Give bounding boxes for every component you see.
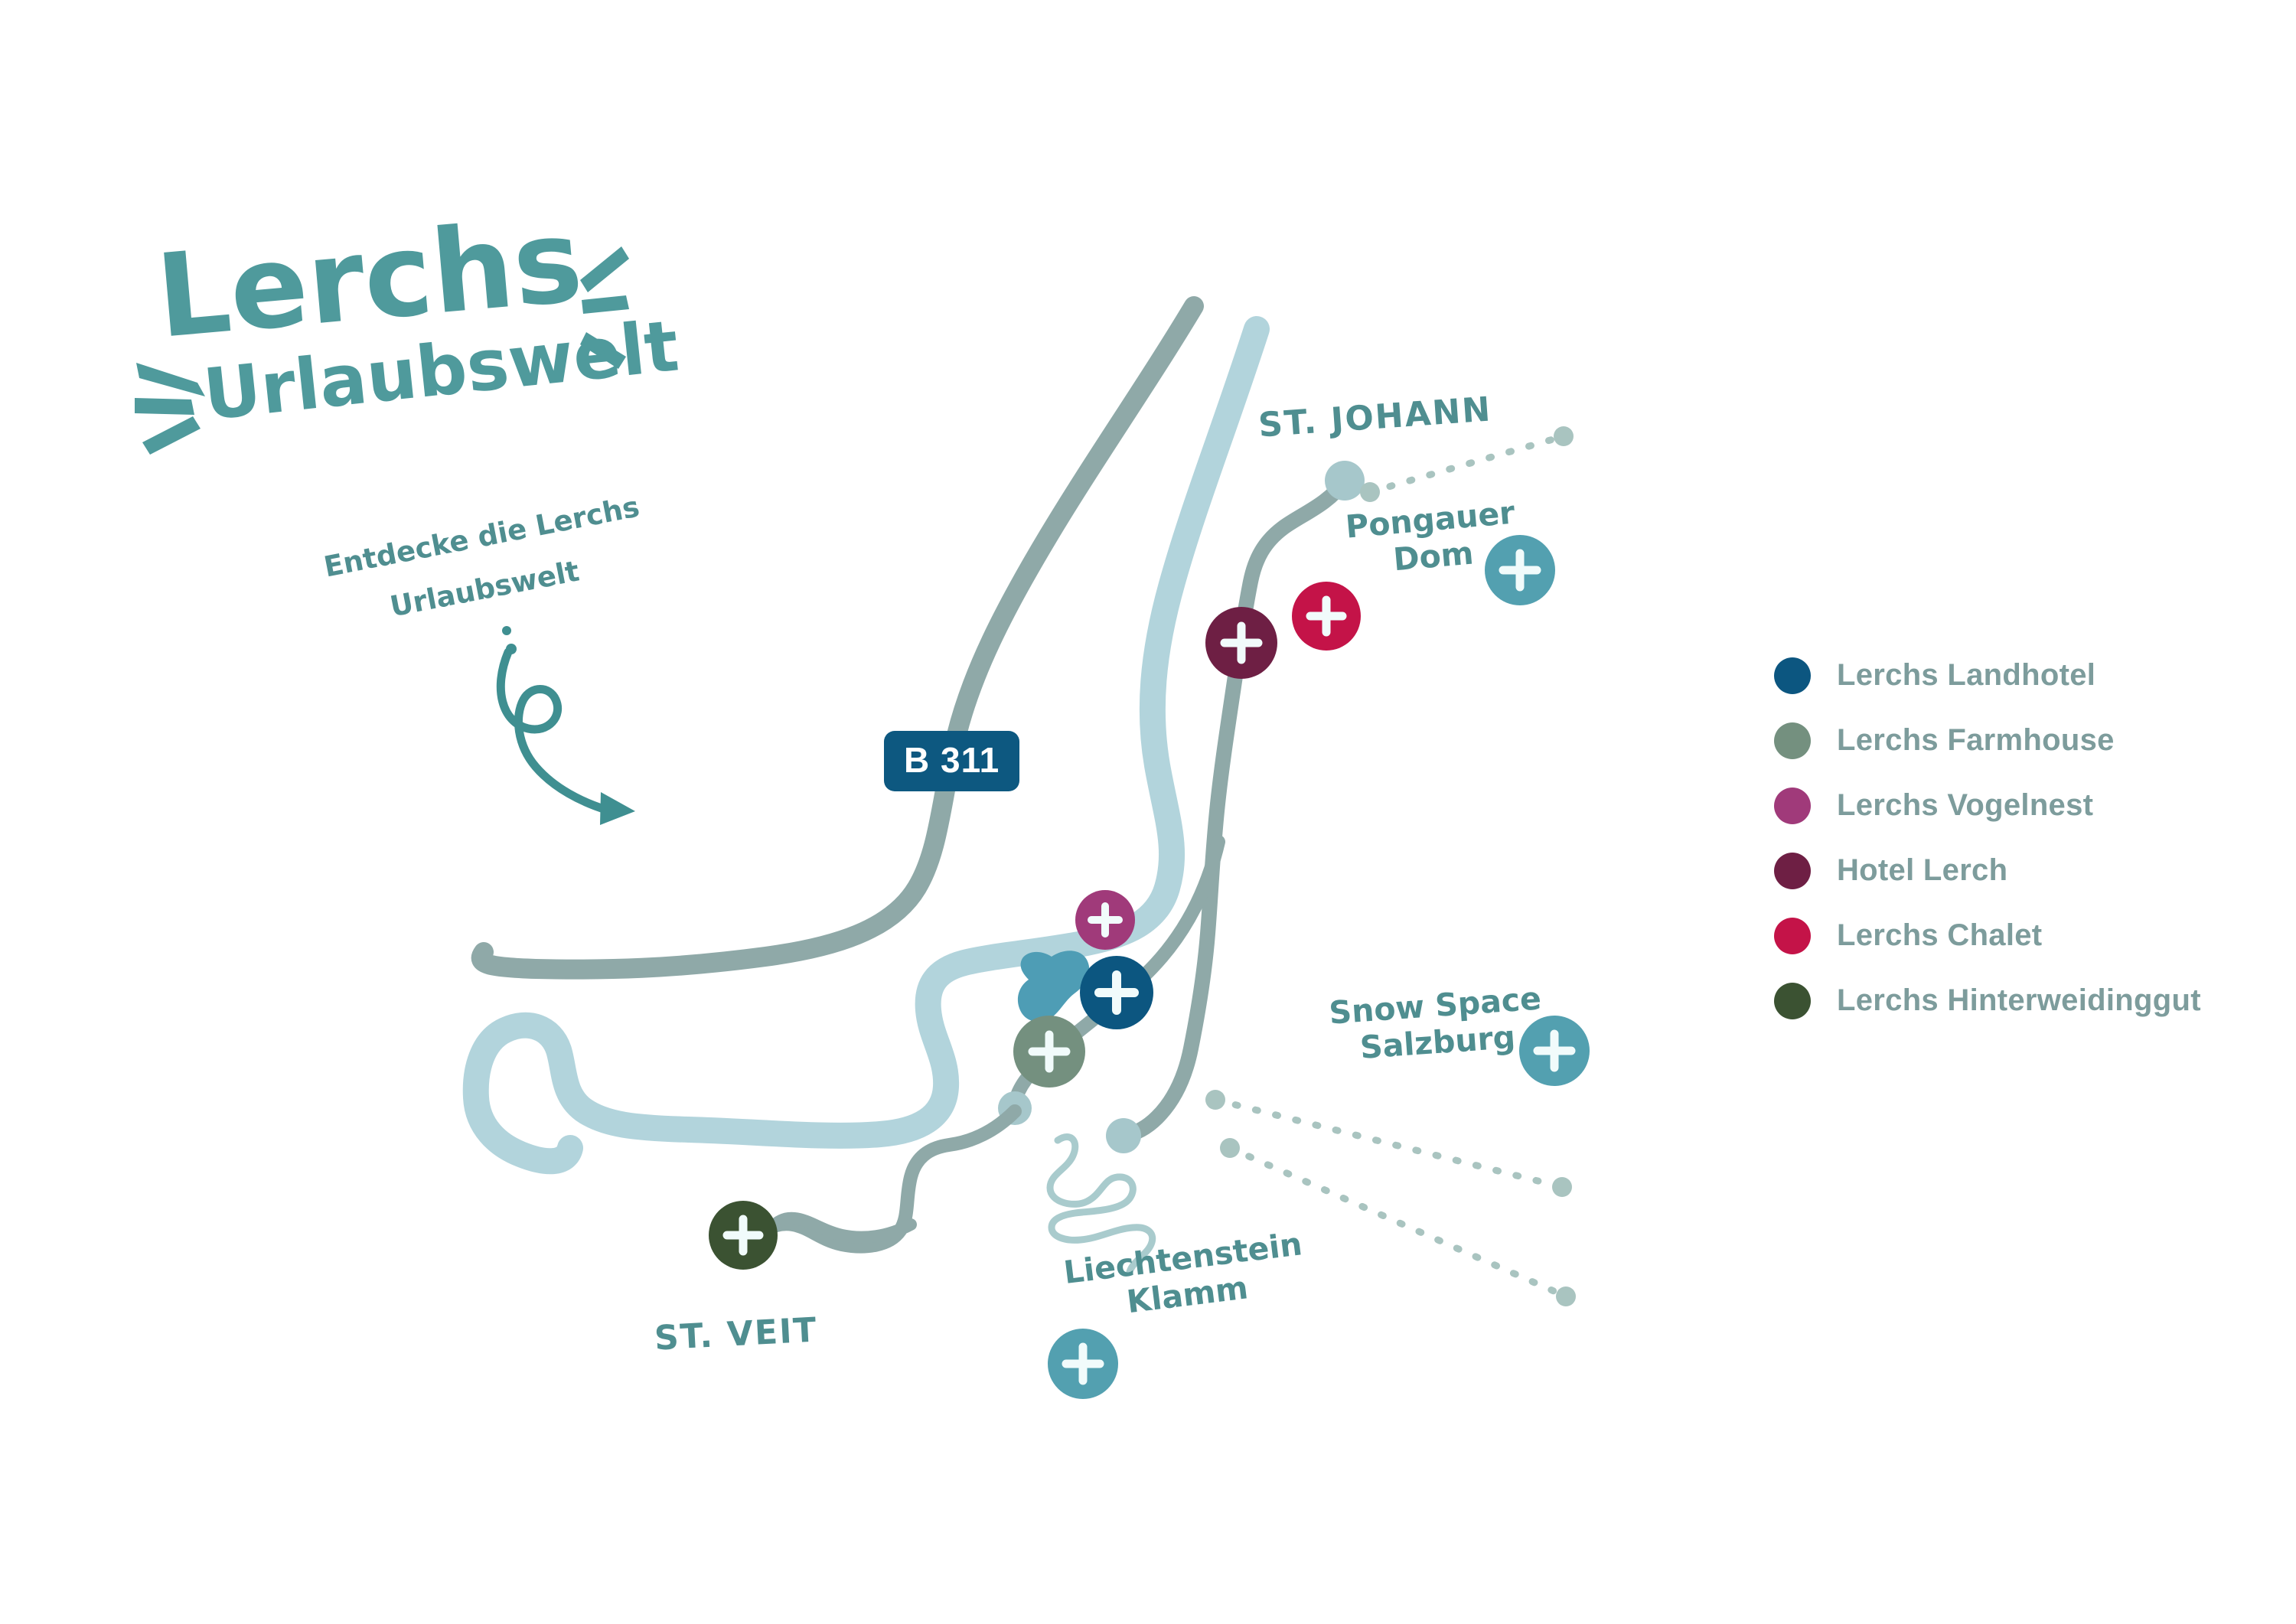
property-markers-layer	[709, 582, 1361, 1270]
road-b311	[471, 296, 1204, 980]
road-secondary-north	[1106, 461, 1365, 1153]
lake-shape	[1017, 951, 1090, 1022]
marker-lerchs-vogelnest[interactable]	[1075, 890, 1135, 950]
marker-snow-space-salzburg[interactable]	[1519, 1016, 1590, 1086]
logo-sparkle-right	[580, 246, 629, 369]
marker-lerchs-landhotel[interactable]	[1080, 956, 1153, 1029]
legend-item-lerchs-hinterweidinggut[interactable]: Lerchs Hinterweidinggut	[1774, 968, 2264, 1033]
logo-text-svg: Lerchs Urlaubswelt	[152, 194, 683, 436]
tagline: Entdecke die Lerchs Urlaubswelt	[321, 490, 643, 623]
marker-lerchs-farmhouse[interactable]	[1013, 1016, 1085, 1088]
ski-lift-lines	[1205, 426, 1576, 1306]
marker-pongauer-dom[interactable]	[1485, 535, 1555, 605]
legend-swatch-icon	[1774, 722, 1811, 759]
legend-swatch-icon	[1774, 852, 1811, 889]
legend-item-label: Hotel Lerch	[1837, 853, 2008, 887]
legend-item-lerchs-chalet[interactable]: Lerchs Chalet	[1774, 903, 2264, 968]
brand-logo: Lerchs Urlaubswelt	[115, 194, 719, 459]
road-shield-b311[interactable]: B 311	[884, 731, 1020, 791]
tagline-arrow-icon	[496, 626, 635, 825]
legend-item-label: Lerchs Vogelnest	[1837, 788, 2094, 822]
poi-markers-layer	[1048, 535, 1590, 1399]
legend-item-label: Lerchs Landhotel	[1837, 658, 2096, 692]
marker-lerchs-chalet[interactable]	[1292, 582, 1361, 651]
legend-item-lerchs-vogelnest[interactable]: Lerchs Vogelnest	[1774, 773, 2264, 838]
legend-swatch-icon	[1774, 917, 1811, 954]
liechtenstein-klamm-stream	[1046, 1133, 1156, 1276]
poi-label-snow-space-salzburg: Snow Space Salzburg	[1328, 980, 1545, 1068]
legend-swatch-icon	[1774, 787, 1811, 824]
legend-item-label: Lerchs Hinterweidinggut	[1837, 983, 2201, 1017]
legend-item-lerchs-farmhouse[interactable]: Lerchs Farmhouse	[1774, 708, 2264, 773]
legend-item-label: Lerchs Chalet	[1837, 918, 2043, 952]
legend-item-hotel-lerch[interactable]: Hotel Lerch	[1774, 838, 2264, 903]
marker-hotel-lerch[interactable]	[1205, 607, 1277, 679]
legend: Lerchs Landhotel Lerchs Farmhouse Lerchs…	[1774, 643, 2264, 1033]
marker-lerchs-hinterweidinggut[interactable]	[709, 1201, 778, 1270]
logo-sparkle-left	[135, 363, 205, 455]
poi-label-pongauer-dom: Pongauer Dom	[1344, 494, 1519, 583]
marker-liechtenstein-klamm[interactable]	[1048, 1329, 1118, 1399]
legend-swatch-icon	[1774, 982, 1811, 1019]
legend-item-label: Lerchs Farmhouse	[1837, 723, 2115, 757]
tagline-line1: Entdecke die Lerchs	[321, 490, 643, 584]
legend-swatch-icon	[1774, 657, 1811, 694]
legend-item-lerchs-landhotel[interactable]: Lerchs Landhotel	[1774, 643, 2264, 708]
river-salzach	[462, 316, 1270, 1175]
